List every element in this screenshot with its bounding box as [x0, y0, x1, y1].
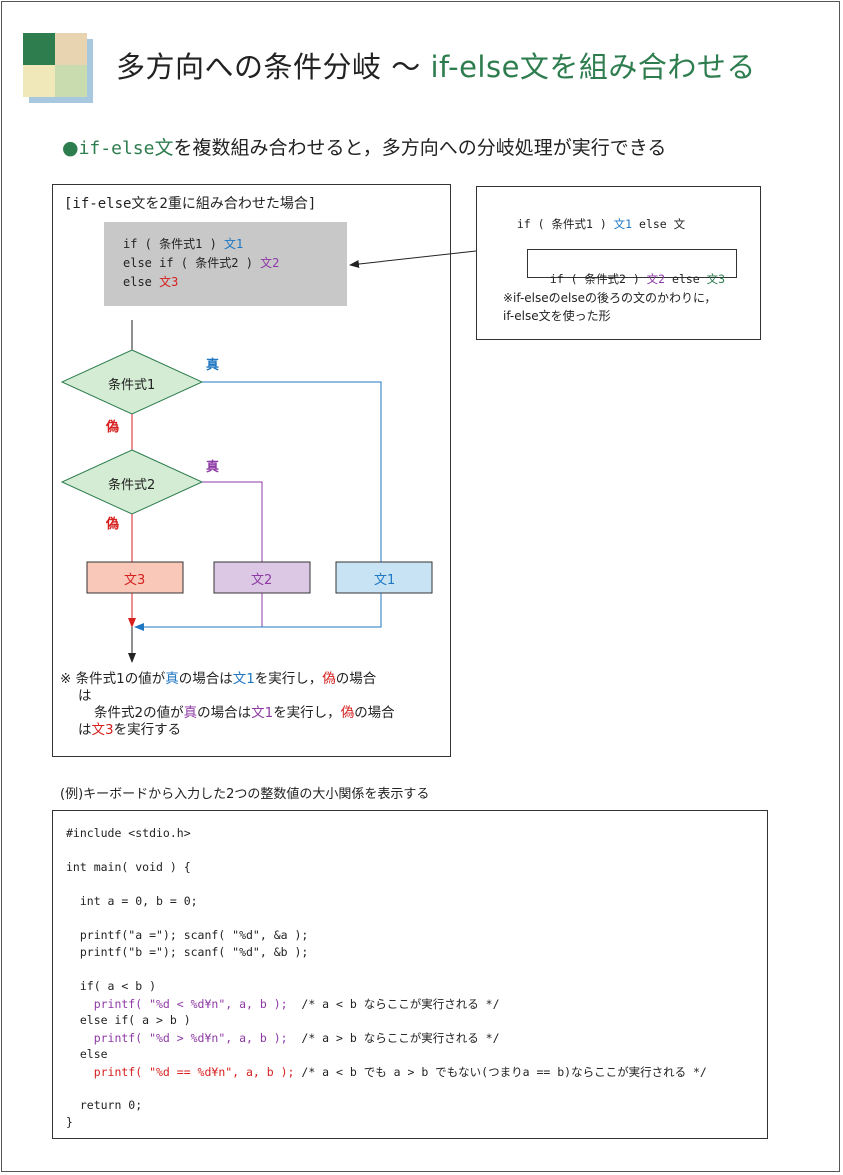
stmt1-label: 文1	[374, 573, 396, 588]
code-line: printf("b ="); scanf( "%d", &b );	[66, 945, 309, 959]
side-note: ※if-elseのelseの後ろの文のかわりに， if-else文を使った形	[503, 291, 717, 323]
condition1-label: 条件式1	[108, 378, 156, 393]
code-line: return 0;	[66, 1098, 143, 1112]
false-label-2: 偽	[106, 517, 120, 532]
code-line: printf( "%d == %d¥n", a, b ); /* a < b で…	[66, 1065, 707, 1079]
code-line: #include <stdio.h>	[66, 826, 191, 840]
logo-icon	[23, 33, 93, 103]
code-line: if( a < b )	[66, 979, 157, 993]
stmt3-label: 文3	[124, 573, 146, 588]
syntax-code: if ( 条件式1 ) 文1 else if ( 条件式2 ) 文2 else …	[123, 237, 280, 289]
stmt2-box	[213, 561, 311, 594]
code-line: else if( a > b )	[66, 1013, 191, 1027]
subtitle: ●if-else文を複数組み合わせると，多方向への分岐処理が実行できる	[62, 137, 667, 159]
example-caption: (例)キーボードから入力した2つの整数値の大小関係を表示する	[60, 787, 430, 802]
stmt3-box	[86, 561, 184, 594]
code-line: printf("a ="); scanf( "%d", &a );	[66, 928, 309, 942]
code-line: else	[66, 1047, 108, 1061]
stmt1-box	[335, 561, 433, 594]
side-line-2: if ( 条件式2 ) 文2 else 文3	[549, 272, 726, 286]
condition2-label: 条件式2	[108, 478, 156, 493]
flowchart-heading: [if-else文を2重に組み合わせた場合]	[64, 196, 317, 212]
code-line: printf( "%d < %d¥n", a, b ); /* a < b なら…	[66, 997, 500, 1011]
side-inner-box	[527, 249, 737, 278]
code-line: int a = 0, b = 0;	[66, 894, 198, 908]
page-title: 多方向への条件分岐 〜 if-else文を組み合わせる	[116, 50, 756, 84]
side-line-1: if ( 条件式1 ) 文1 else 文	[516, 217, 686, 231]
syntax-box	[104, 222, 347, 306]
code-line: }	[66, 1115, 73, 1129]
code-line: printf( "%d > %d¥n", a, b ); /* a > b なら…	[66, 1031, 500, 1045]
true-label-1: 真	[206, 358, 220, 373]
false-label-1: 偽	[106, 420, 120, 435]
true-label-2: 真	[206, 460, 220, 475]
stmt2-label: 文2	[251, 573, 273, 588]
code-line: int main( void ) {	[66, 860, 191, 874]
code-panel	[52, 810, 768, 1139]
flowchart-note: ※ 条件式1の値が真の場合は文1を実行し，偽の場合 は 条件式2の値が真の場合は…	[60, 671, 395, 738]
